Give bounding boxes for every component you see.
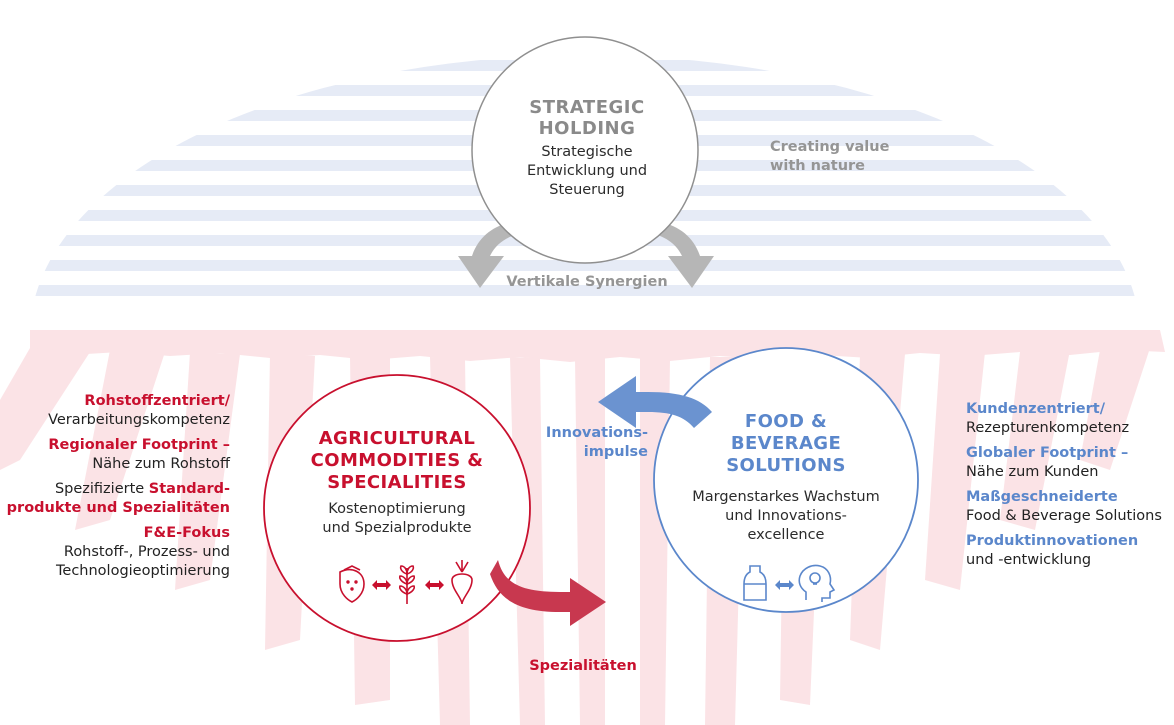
right-point-1: Kundenzentriert/ Rezepturenkompetenz: [966, 400, 1174, 438]
left-point-4-text1: Rohstoff-, Prozess- und: [63, 544, 230, 560]
right-point-1-head: Kundenzentriert/: [966, 401, 1106, 417]
holding-circle: [471, 36, 699, 264]
food-desc-line2: und Innovations-: [725, 508, 847, 524]
left-point-3-head2: produkte und Spezialitäten: [6, 500, 230, 516]
specialities-arrow: [490, 560, 606, 626]
synergy-arrows: [458, 222, 714, 288]
food-title-line1: FOOD &: [744, 411, 828, 432]
innovation-arrow: [598, 376, 712, 428]
wheat-icon: [398, 565, 416, 604]
left-point-2: Regionaler Footprint – Nähe zum Rohstoff: [0, 436, 230, 474]
holding-title-line1: STRATEGIC: [529, 97, 645, 118]
tagline-line1: Creating value: [770, 139, 890, 155]
food-title-line2: BEVERAGE: [730, 433, 842, 454]
double-arrow-icon: [425, 580, 444, 590]
food-circle: [653, 347, 919, 613]
right-point-4: Produktinnovationen und -entwicklung: [966, 532, 1174, 570]
left-point-3-pre: Spezifizierte: [54, 481, 149, 497]
right-point-2: Globaler Footprint – Nähe zum Kunden: [966, 444, 1174, 482]
right-points: Kundenzentriert/ Rezepturenkompetenz Glo…: [966, 400, 1174, 576]
food-desc-line3: excellence: [747, 527, 825, 543]
agri-desc-line1: Kostenoptimierung: [328, 501, 466, 517]
holding-desc-line1: Strategische: [541, 144, 633, 160]
holding-title-line2: HOLDING: [538, 118, 636, 139]
left-point-1: Rohstoffzentriert/ Verarbeitungskompeten…: [0, 392, 230, 430]
left-point-4-text2: Technologieoptimierung: [56, 563, 230, 579]
double-arrow-icon: [775, 580, 794, 590]
left-point-2-text: Nähe zum Rohstoff: [92, 456, 230, 472]
left-point-2-head: Regionaler Footprint –: [48, 437, 230, 453]
right-point-4-text: und -entwicklung: [966, 552, 1092, 568]
left-points: Rohstoffzentriert/ Verarbeitungskompeten…: [0, 392, 230, 587]
head-lightbulb-icon: [798, 564, 836, 602]
right-point-4-head: Produktinnovationen: [966, 533, 1139, 549]
holding-desc-line2: Entwicklung und: [526, 163, 648, 179]
food-title-line3: SOLUTIONS: [726, 455, 846, 476]
holding-desc-line3: Steuerung: [549, 182, 625, 198]
left-point-3: Spezifizierte Standard- produkte und Spe…: [0, 480, 230, 518]
agri-title-line1: AGRICULTURAL: [318, 428, 476, 449]
agri-desc-line2: und Spezialprodukte: [322, 520, 472, 536]
beet-icon: [451, 560, 473, 605]
right-point-3: Maßgeschneiderte Food & Beverage Solutio…: [966, 488, 1174, 526]
agri-title-line2: COMMODITIES &: [310, 450, 484, 471]
tagline-line2: with nature: [770, 158, 866, 174]
left-point-3-head1: Standard-: [148, 481, 230, 497]
left-point-4: F&E-Fokus Rohstoff-, Prozess- und Techno…: [0, 524, 230, 581]
right-point-2-text: Nähe zum Kunden: [966, 464, 1099, 480]
innovation-label-line2: impulse: [583, 444, 648, 460]
specialities-label: Spezialitäten: [529, 658, 637, 674]
agri-title-line3: SPECIALITIES: [327, 472, 467, 493]
strawberry-icon: [339, 565, 365, 603]
right-point-3-text: Food & Beverage Solutions: [966, 508, 1162, 524]
right-point-3-head: Maßgeschneiderte: [966, 489, 1118, 505]
right-point-1-text: Rezepturenkompetenz: [966, 420, 1130, 436]
bottle-icon: [743, 565, 767, 601]
left-point-1-text: Verarbeitungskompetenz: [48, 412, 230, 428]
double-arrow-icon: [372, 580, 391, 590]
right-point-2-head: Globaler Footprint –: [966, 445, 1129, 461]
left-point-4-head: F&E-Fokus: [143, 525, 230, 541]
innovation-label-line1: Innovations-: [545, 425, 648, 441]
food-desc-line1: Margenstarkes Wachstum: [692, 489, 880, 505]
left-point-1-head: Rohstoffzentriert/: [84, 393, 230, 409]
synergies-label: Vertikale Synergien: [506, 274, 668, 290]
